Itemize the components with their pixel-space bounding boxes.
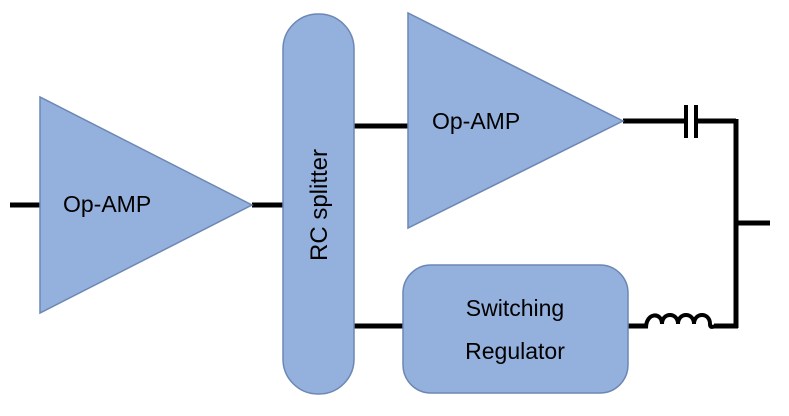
wires	[10, 118, 770, 329]
op-amp-2-label: Op-AMP	[432, 108, 520, 134]
op-amp-1-label: Op-AMP	[63, 191, 151, 217]
switching-regulator-block	[402, 264, 629, 394]
switching-regulator-label-line2: Regulator	[465, 338, 565, 364]
rc-splitter-label: RC splitter	[306, 149, 333, 261]
inductor-symbol	[644, 313, 717, 329]
switching-regulator-label-line1: Switching	[466, 295, 564, 321]
capacitor-symbol	[684, 105, 698, 138]
op-amp-1-triangle	[39, 95, 254, 315]
op-amp-2-triangle	[407, 11, 625, 230]
rc-splitter-block	[282, 13, 355, 395]
